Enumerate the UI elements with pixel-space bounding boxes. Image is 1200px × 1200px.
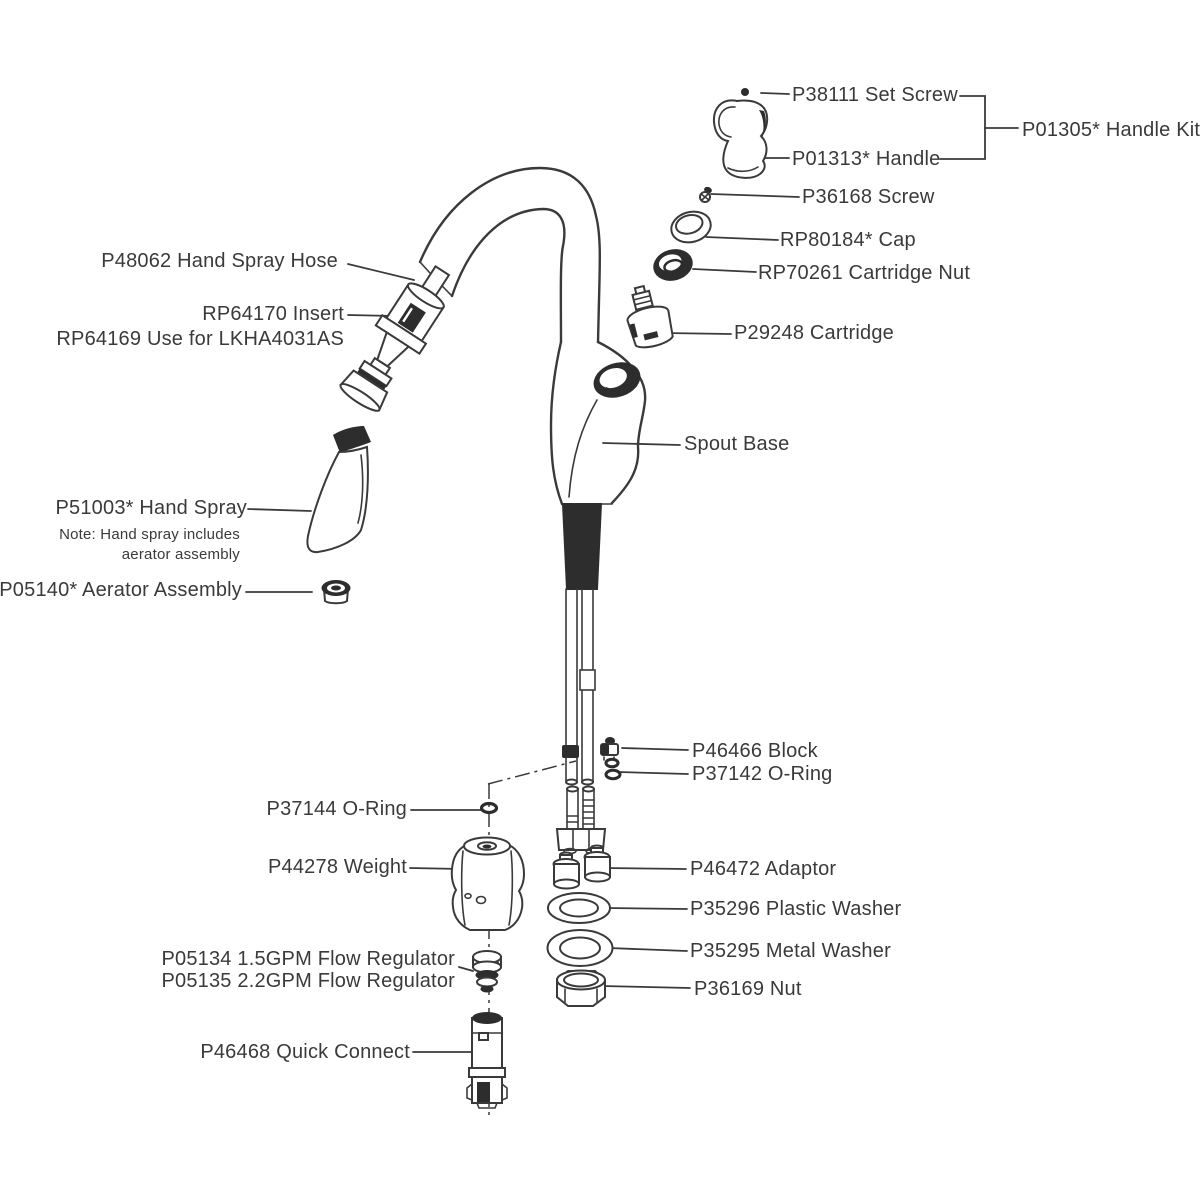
handle-kit-bracket	[939, 95, 1019, 160]
part-label-insert: RP64170 Insert	[202, 303, 344, 325]
screw-drawing	[699, 186, 712, 203]
part-label-cartridge: P29248 Cartridge	[734, 322, 894, 344]
handle-drawing	[712, 99, 769, 179]
adaptor-drawing	[552, 844, 611, 890]
gooseneck-spout	[418, 166, 602, 344]
o-ring-37142-drawing	[604, 757, 622, 781]
hand-spray-note-line1: Note: Hand spray includes	[59, 526, 240, 543]
part-label-block: P46466 Block	[692, 740, 818, 762]
nut-drawing	[556, 969, 606, 1007]
part-label-cartridge-nut: RP70261 Cartridge Nut	[758, 262, 971, 284]
part-label-o-ring-lower: P37144 O-Ring	[266, 798, 407, 820]
hand-spray-hose-assembly	[339, 265, 451, 412]
hand-spray-note-line2: aerator assembly	[121, 546, 240, 563]
part-label-screw: P36168 Screw	[802, 186, 935, 208]
o-ring-37144-drawing	[479, 801, 499, 815]
flow-regulator-drawing	[472, 950, 502, 993]
part-label-weight: P44278 Weight	[268, 856, 407, 878]
block-drawing	[600, 737, 619, 761]
part-label-spout-base: Spout Base	[684, 433, 790, 455]
part-label-quick-connect: P46468 Quick Connect	[200, 1041, 410, 1063]
hand-spray-drawing	[306, 426, 371, 554]
supply-tubes	[555, 588, 607, 855]
part-label-hand-spray: P51003* Hand Spray	[55, 497, 247, 519]
part-label-aerator-assembly: P05140* Aerator Assembly	[0, 579, 242, 601]
insert-part	[397, 302, 426, 333]
cap-drawing	[670, 210, 712, 244]
metal-washer-drawing	[546, 929, 614, 967]
part-label-hand-spray-hose: P48062 Hand Spray Hose	[101, 250, 338, 272]
spout-base-opening	[593, 362, 641, 398]
spout-grip	[561, 503, 603, 590]
part-label-plastic-washer: P35296 Plastic Washer	[690, 898, 902, 920]
part-label-handle: P01313* Handle	[792, 148, 941, 170]
part-label-metal-washer: P35295 Metal Washer	[690, 940, 891, 962]
plastic-washer-drawing	[547, 892, 611, 924]
part-label-flow-regulator-22: P05135 2.2GPM Flow Regulator	[161, 970, 455, 992]
part-label-adaptor: P46472 Adaptor	[690, 858, 837, 880]
quick-connect-drawing	[466, 1012, 508, 1109]
cartridge-nut-drawing	[653, 249, 693, 281]
part-label-handle-kit: P01305* Handle Kit	[1022, 119, 1200, 141]
part-label-nut: P36169 Nut	[694, 978, 802, 1000]
part-label-cap: RP80184* Cap	[780, 229, 916, 251]
part-label-insert-alt: RP64169 Use for LKHA4031AS	[56, 328, 344, 350]
part-label-set-screw: P38111 Set Screw	[792, 84, 958, 106]
leader-lines	[245, 92, 800, 1053]
spout-base-drawing	[549, 340, 647, 590]
weight-drawing	[450, 836, 526, 931]
part-label-o-ring-upper: P37142 O-Ring	[692, 763, 833, 785]
cartridge-drawing	[626, 284, 674, 349]
aerator-drawing	[321, 580, 351, 605]
set-screw-drawing	[741, 88, 749, 96]
part-label-flow-regulator-15: P05134 1.5GPM Flow Regulator	[161, 948, 455, 970]
